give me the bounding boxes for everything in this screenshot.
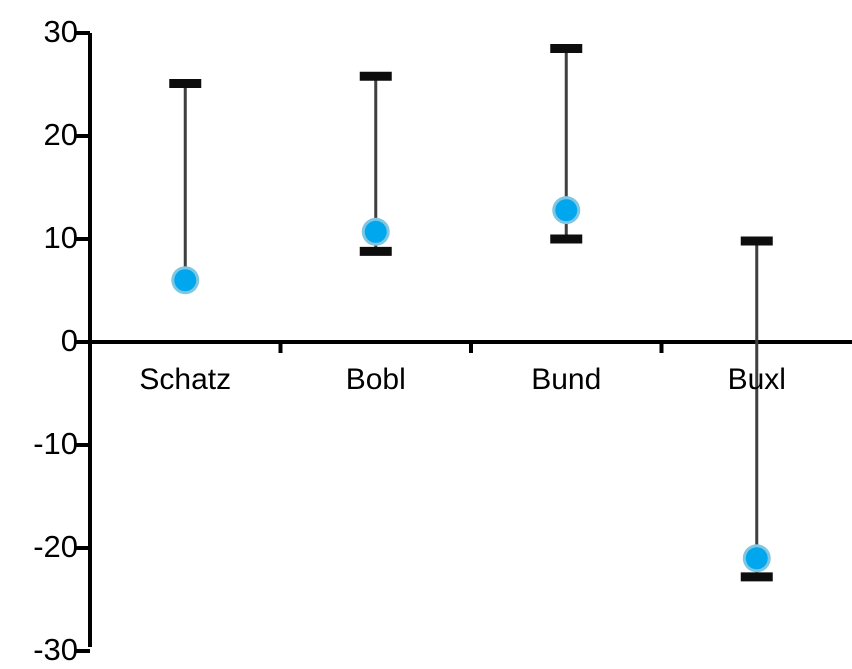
- value-dot[interactable]: [364, 220, 387, 243]
- y-tick-label: 0: [61, 323, 78, 358]
- data-point-group: [359, 71, 392, 256]
- y-tick-label: -30: [33, 632, 78, 667]
- x-axis-tick-marks: [278, 342, 664, 353]
- category-label: Schatz: [139, 363, 231, 396]
- data-point-group: [169, 78, 202, 295]
- value-dot[interactable]: [174, 269, 197, 292]
- y-tick-label: 30: [44, 14, 78, 49]
- data-point-group: [550, 43, 583, 244]
- data-series-group: [169, 43, 773, 582]
- y-tick-label: 20: [44, 117, 78, 152]
- data-point-group: [740, 236, 773, 582]
- y-tick-label: 10: [44, 220, 78, 255]
- category-label: Bund: [531, 363, 601, 396]
- category-label: Buxl: [728, 363, 786, 396]
- y-tick-label: -10: [33, 426, 78, 461]
- y-tick-label: -20: [33, 529, 78, 564]
- y-axis-tick-labels: 30 20 10 0 -10 -20 -30: [33, 14, 78, 667]
- y-axis-tick-marks: [75, 31, 90, 653]
- value-dot[interactable]: [555, 199, 578, 222]
- category-label: Bobl: [346, 363, 406, 396]
- category-labels: Schatz Bobl Bund Buxl: [139, 363, 786, 396]
- value-dot[interactable]: [745, 547, 768, 570]
